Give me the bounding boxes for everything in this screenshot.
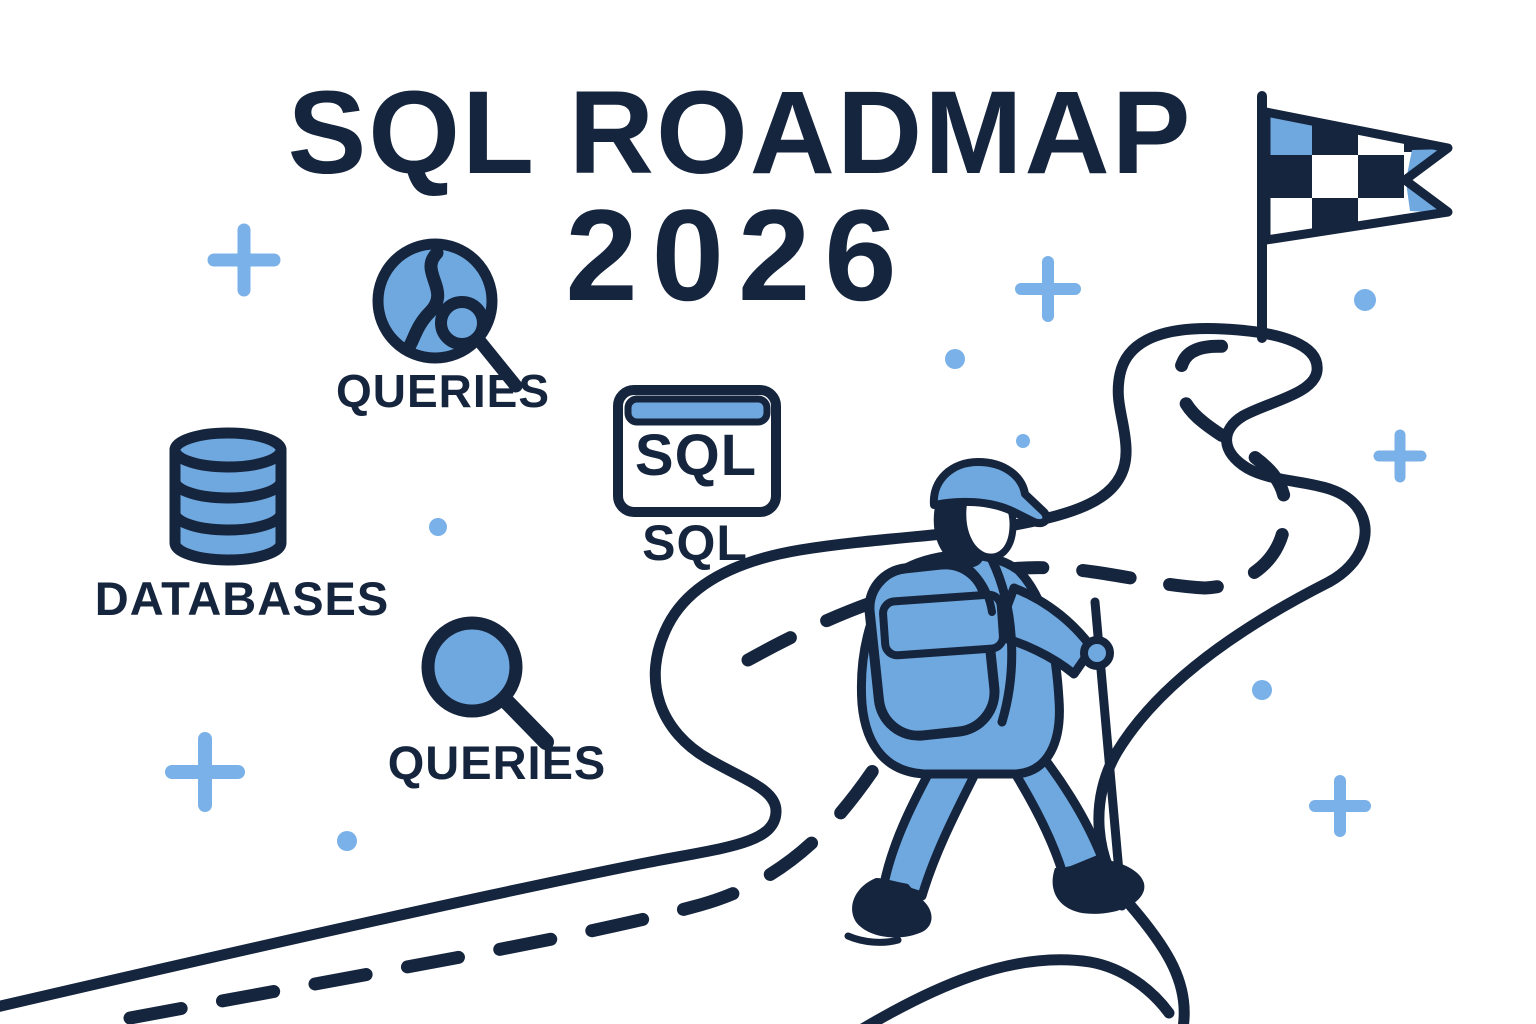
queries-magnifier-icon bbox=[421, 616, 554, 750]
page-title-line1: SQL ROADMAP bbox=[287, 67, 1193, 199]
label-databases: DATABASES bbox=[94, 572, 390, 625]
magnifier-handle-icon bbox=[471, 332, 523, 393]
squiggle-icon bbox=[401, 246, 445, 356]
hiker-hair bbox=[933, 494, 984, 568]
dot-sparkle bbox=[429, 518, 447, 536]
backpack-pocket bbox=[879, 590, 1007, 660]
query-analysis-icon bbox=[372, 238, 523, 393]
hiker-cap bbox=[929, 458, 1051, 528]
page-title-line2: 2026 bbox=[565, 182, 911, 328]
label-sql-inside-window: SQL bbox=[634, 423, 758, 488]
magnifier-lens-icon bbox=[435, 296, 489, 350]
magnifier-handle-icon bbox=[497, 692, 554, 750]
window-titlebar bbox=[624, 395, 771, 426]
sparkles bbox=[165, 223, 1427, 851]
label-sql-caption: SQL bbox=[642, 515, 748, 571]
hiker-back-boot bbox=[1052, 856, 1145, 914]
flag-outline bbox=[1261, 107, 1453, 245]
boot-heel-line bbox=[844, 932, 902, 946]
hiker-front-boot bbox=[852, 878, 932, 938]
dot-sparkle bbox=[1016, 434, 1030, 448]
plus-sparkle bbox=[1309, 775, 1371, 837]
hiker-front-leg bbox=[879, 751, 979, 901]
dot-sparkle bbox=[945, 349, 965, 369]
hiker bbox=[844, 458, 1145, 946]
hiker-hand bbox=[1080, 636, 1114, 670]
label-queries-top: QUERIES bbox=[335, 365, 551, 417]
plus-sparkle bbox=[1015, 256, 1081, 322]
backpack-strap bbox=[987, 555, 1017, 727]
label-queries-bottom: QUERIES bbox=[387, 736, 607, 789]
database-icon bbox=[169, 427, 287, 566]
plus-sparkle bbox=[165, 732, 245, 812]
plus-sparkle bbox=[207, 223, 281, 297]
dot-sparkle bbox=[337, 831, 357, 851]
dot-sparkle bbox=[1354, 289, 1376, 311]
dot-sparkle bbox=[1252, 680, 1272, 700]
sql-browser-window-icon bbox=[613, 385, 781, 517]
plus-sparkle bbox=[1373, 429, 1427, 483]
